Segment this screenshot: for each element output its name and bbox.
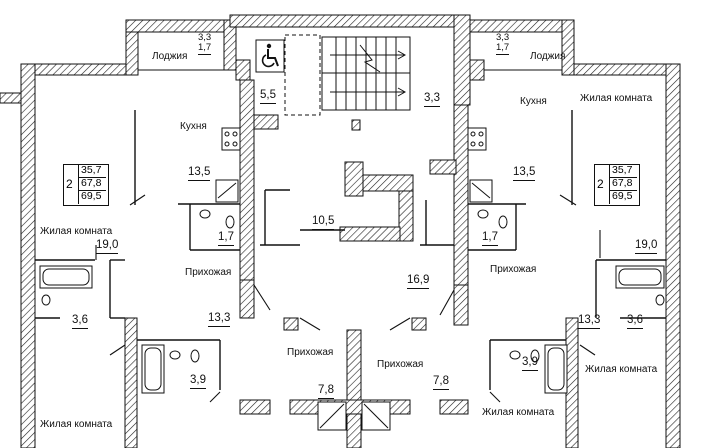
- shower-icon: [317, 401, 391, 431]
- room-label-loggia-right: Лоджия: [530, 51, 566, 62]
- sanitary-fixtures: [41, 179, 665, 363]
- area-living-left: 19,0: [96, 239, 119, 254]
- area-bath-right: 1,7: [482, 231, 498, 246]
- area-living-right: 19,0: [635, 239, 658, 254]
- living-area: 35,7: [78, 165, 106, 178]
- area-loggia-left-2: 1,7: [198, 42, 212, 55]
- area-bath-left-2: 3,6: [72, 314, 88, 329]
- area-loggia-right-2: 1,7: [496, 42, 510, 55]
- area-bath-left: 1,7: [218, 231, 234, 246]
- area-bath-right-3: 3,9: [522, 356, 538, 371]
- area-loggia-left-1: 3,3: [198, 32, 212, 43]
- room-label-loggia-left: Лоджия: [152, 51, 188, 62]
- room-label-kitchen-right: Кухня: [520, 96, 547, 107]
- room-label-hall-center-right: Прихожая: [377, 359, 424, 370]
- total-area-with-loggia: 69,5: [609, 191, 637, 204]
- room-label-hall-left: Прихожая: [185, 267, 232, 278]
- room-label-hall-right: Прихожая: [490, 264, 537, 275]
- living-area: 35,7: [609, 165, 637, 178]
- room-label-living-left-bottom: Жилая комната: [40, 419, 113, 430]
- area-bath-left-3: 3,9: [190, 374, 206, 389]
- area-bath-center-left: 7,8: [318, 384, 334, 399]
- area-bath-center-right: 7,8: [433, 375, 449, 390]
- area-vestibule: 5,5: [260, 89, 276, 104]
- area-bath-right-2: 3,6: [627, 314, 643, 329]
- room-label-living-right-mid: Жилая комната: [585, 364, 658, 375]
- room-count: 2: [66, 177, 73, 191]
- area-kitchen-right: 13,5: [513, 166, 536, 181]
- bathtub-icon: [39, 265, 665, 394]
- door-swings: [95, 194, 601, 403]
- partitions: [35, 110, 666, 390]
- area-stair-landing: 3,3: [424, 92, 440, 107]
- total-area: 67,8: [78, 178, 106, 191]
- room-label-living-center-bottom: Жилая комната: [482, 407, 555, 418]
- total-area-with-loggia: 69,5: [78, 191, 106, 204]
- room-label-kitchen-left: Кухня: [180, 121, 207, 132]
- vestibule-outline: [284, 34, 321, 116]
- area-hall-center: 16,9: [407, 274, 430, 289]
- staircase: [321, 36, 411, 111]
- area-corridor-center: 10,5: [312, 215, 335, 230]
- area-hall-right: 13,3: [578, 314, 601, 329]
- apartment-area-box-left: 2 35,7 67,8 69,5: [63, 164, 109, 206]
- room-label-living-right-top: Жилая комната: [580, 93, 653, 104]
- room-label-living-left-top: Жилая комната: [40, 226, 113, 237]
- area-kitchen-left: 13,5: [188, 166, 211, 181]
- area-loggia-right-1: 3,3: [496, 32, 510, 43]
- exterior-walls: [0, 14, 681, 448]
- wheelchair-icon: [255, 39, 285, 73]
- total-area: 67,8: [609, 178, 637, 191]
- area-hall-left: 13,3: [208, 312, 231, 327]
- room-count: 2: [597, 177, 604, 191]
- room-label-hall-center-left: Прихожая: [287, 347, 334, 358]
- apartment-area-box-right: 2 35,7 67,8 69,5: [594, 164, 640, 206]
- stove-icon: [221, 127, 487, 151]
